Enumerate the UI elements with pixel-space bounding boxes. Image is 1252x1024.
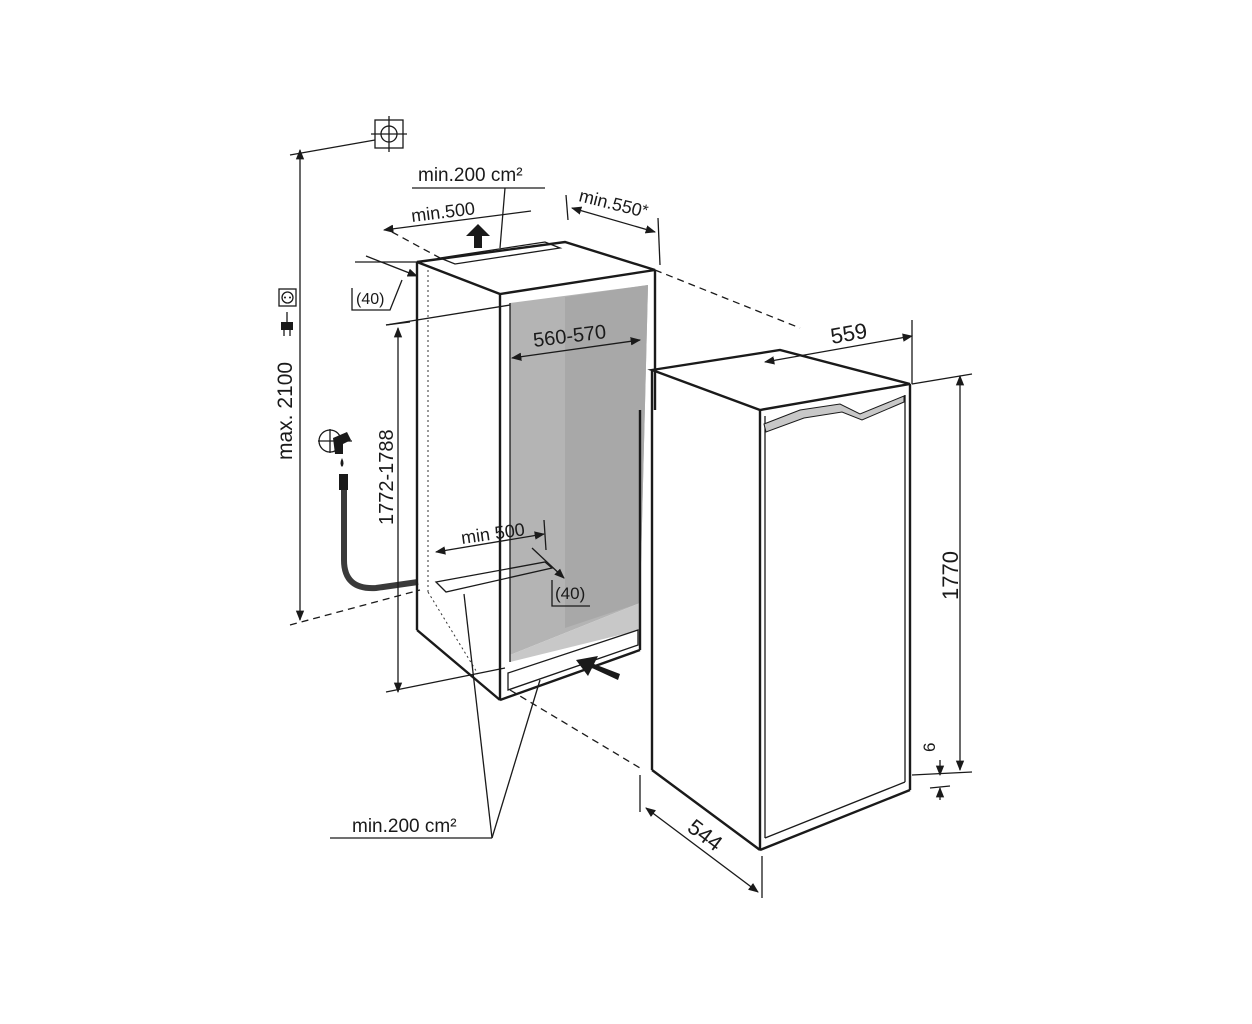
asterisk-mark: *: [640, 202, 650, 220]
appliance-body: [647, 348, 912, 852]
vent-top-label: min.200 cm²: [418, 165, 523, 186]
appliance-height-label: 1770: [938, 551, 963, 600]
water-tap-icon: [318, 429, 352, 490]
installation-niche: [415, 240, 657, 702]
plinth-gap-label: 6: [920, 743, 939, 752]
top-min500-label: min.500: [410, 198, 476, 226]
max-height-dimension: max. 2100: [274, 139, 421, 626]
niche-height-label: 1772-1788: [376, 429, 398, 525]
water-hose: [341, 490, 419, 592]
max-height-label: max. 2100: [274, 362, 297, 460]
airflow-in-arrow: [576, 656, 620, 680]
top-min550-label: min.550*: [577, 185, 650, 221]
vent-bottom-label: min.200 cm²: [352, 816, 457, 837]
ceiling-mount-symbol: [371, 116, 407, 152]
airflow-up-arrow: [466, 224, 490, 248]
power-plug-icon: [281, 312, 293, 336]
bottom-offset-label: (40): [555, 584, 585, 603]
top-offset-label: (40): [356, 291, 384, 308]
appliance-top-bracket: [763, 395, 905, 433]
power-socket-icon: [278, 288, 297, 307]
